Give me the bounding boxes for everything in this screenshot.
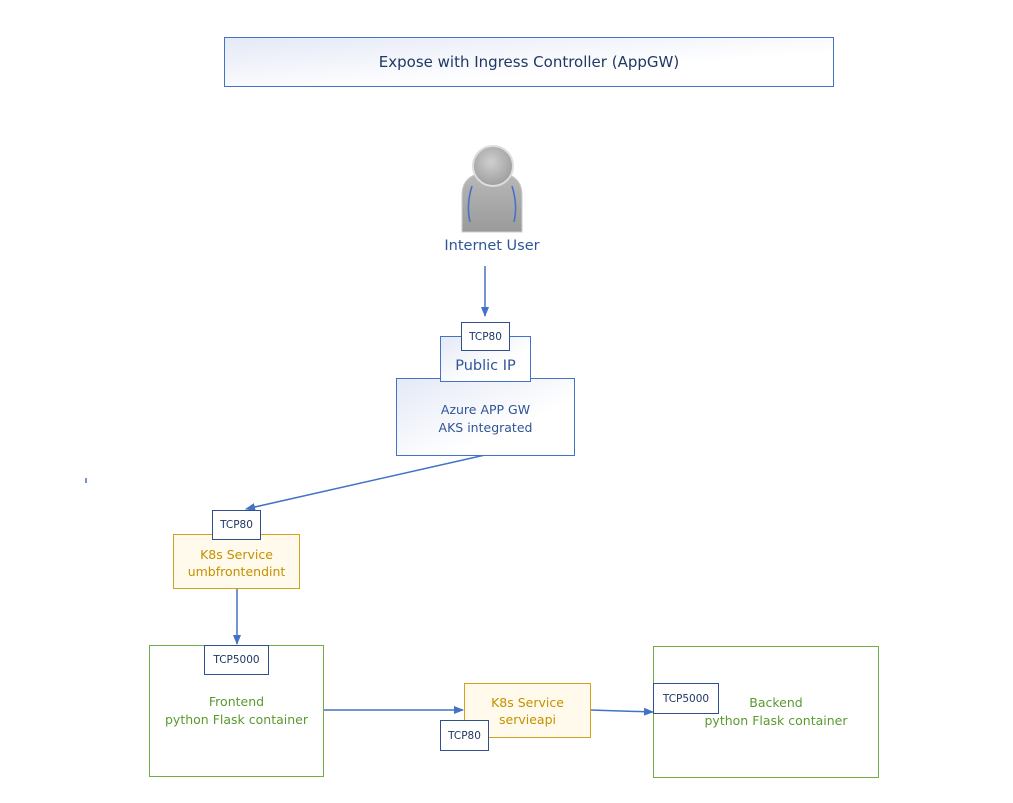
- frontend-line2: python Flask container: [165, 712, 308, 727]
- frontend-line1: Frontend: [208, 694, 265, 709]
- api-service-line1: K8s Service: [491, 694, 564, 710]
- backend-port: TCP5000: [653, 683, 719, 714]
- public-ip-label: Public IP: [455, 358, 516, 374]
- frontend-service-line1: K8s Service: [200, 546, 273, 562]
- api-service-port: TCP80: [440, 720, 489, 751]
- frontend-service-box: K8s Service umbfrontendint: [173, 534, 300, 589]
- frontend-service-line2: umbfrontendint: [187, 563, 286, 579]
- backend-line1: Backend: [749, 695, 803, 710]
- frontend-port: TCP5000: [204, 645, 269, 675]
- diagram-title-box: Expose with Ingress Controller (AppGW): [224, 37, 834, 87]
- frontend-service-port: TCP80: [212, 510, 261, 540]
- diagram-title: Expose with Ingress Controller (AppGW): [378, 53, 680, 71]
- public-ip-port: TCP80: [461, 322, 510, 351]
- appgw-box: Azure APP GW AKS integrated: [396, 378, 575, 456]
- appgw-line2: AKS integrated: [438, 420, 533, 435]
- internet-user-label: Internet User: [444, 238, 540, 254]
- arrow-api-service-to-backend: [589, 707, 654, 716]
- api-service-line2: servieapi: [499, 711, 556, 727]
- backend-line2: python Flask container: [704, 713, 848, 728]
- appgw-line1: Azure APP GW: [440, 402, 531, 417]
- arrow-appgw-to-frontend-service: [245, 454, 486, 511]
